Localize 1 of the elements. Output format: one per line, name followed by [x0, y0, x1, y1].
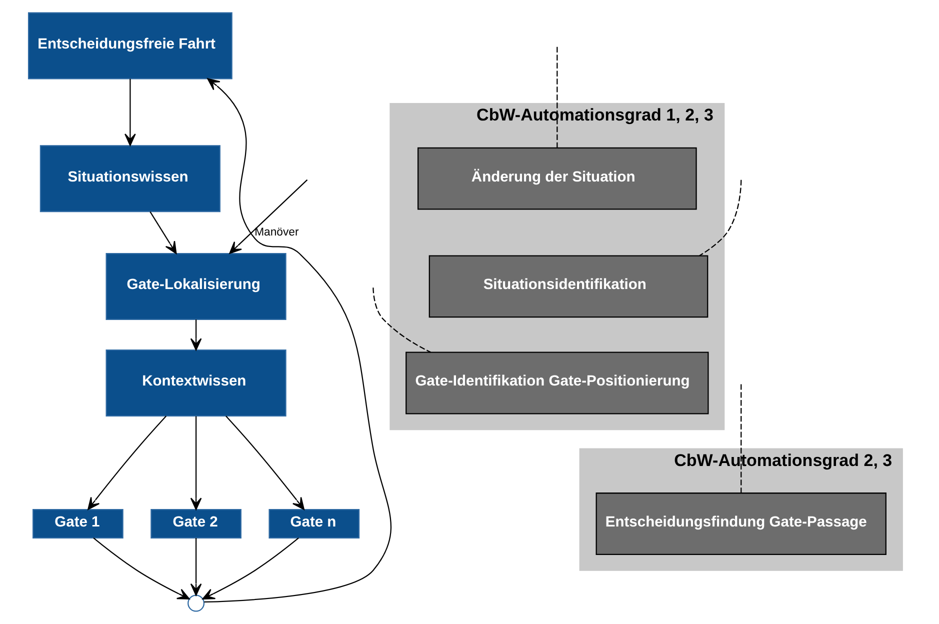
edge-label: Manöver [254, 226, 298, 238]
